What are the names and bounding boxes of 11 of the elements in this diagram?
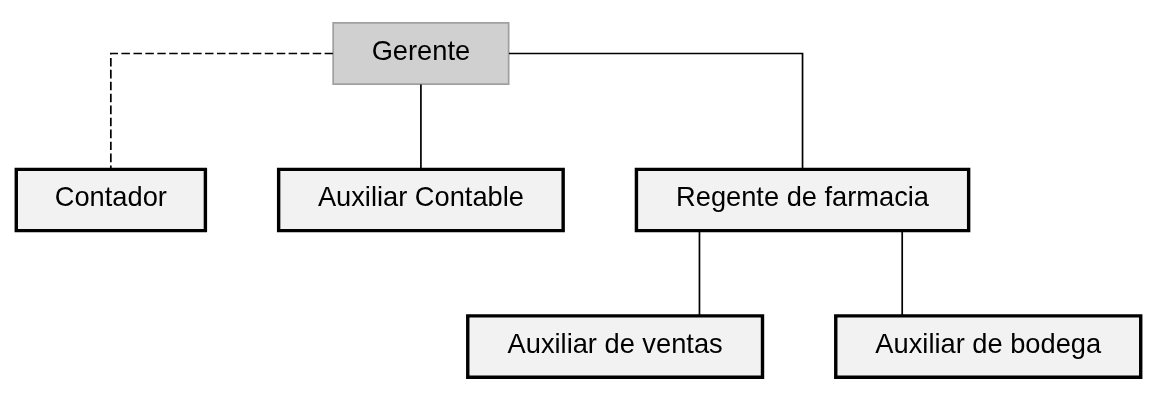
- node-box: Gerente: [332, 21, 510, 85]
- connector: [110, 52, 334, 170]
- connector: [698, 230, 701, 317]
- connector: [901, 230, 904, 317]
- node-box: Auxiliar Contable: [276, 167, 565, 233]
- connector: [508, 52, 804, 170]
- node-box: Regente de farmacia: [634, 167, 971, 233]
- node-box: Contador: [14, 167, 208, 233]
- connector: [420, 83, 422, 170]
- node-box: Auxiliar de ventas: [466, 314, 765, 379]
- node-box: Auxiliar de bodega: [834, 314, 1143, 379]
